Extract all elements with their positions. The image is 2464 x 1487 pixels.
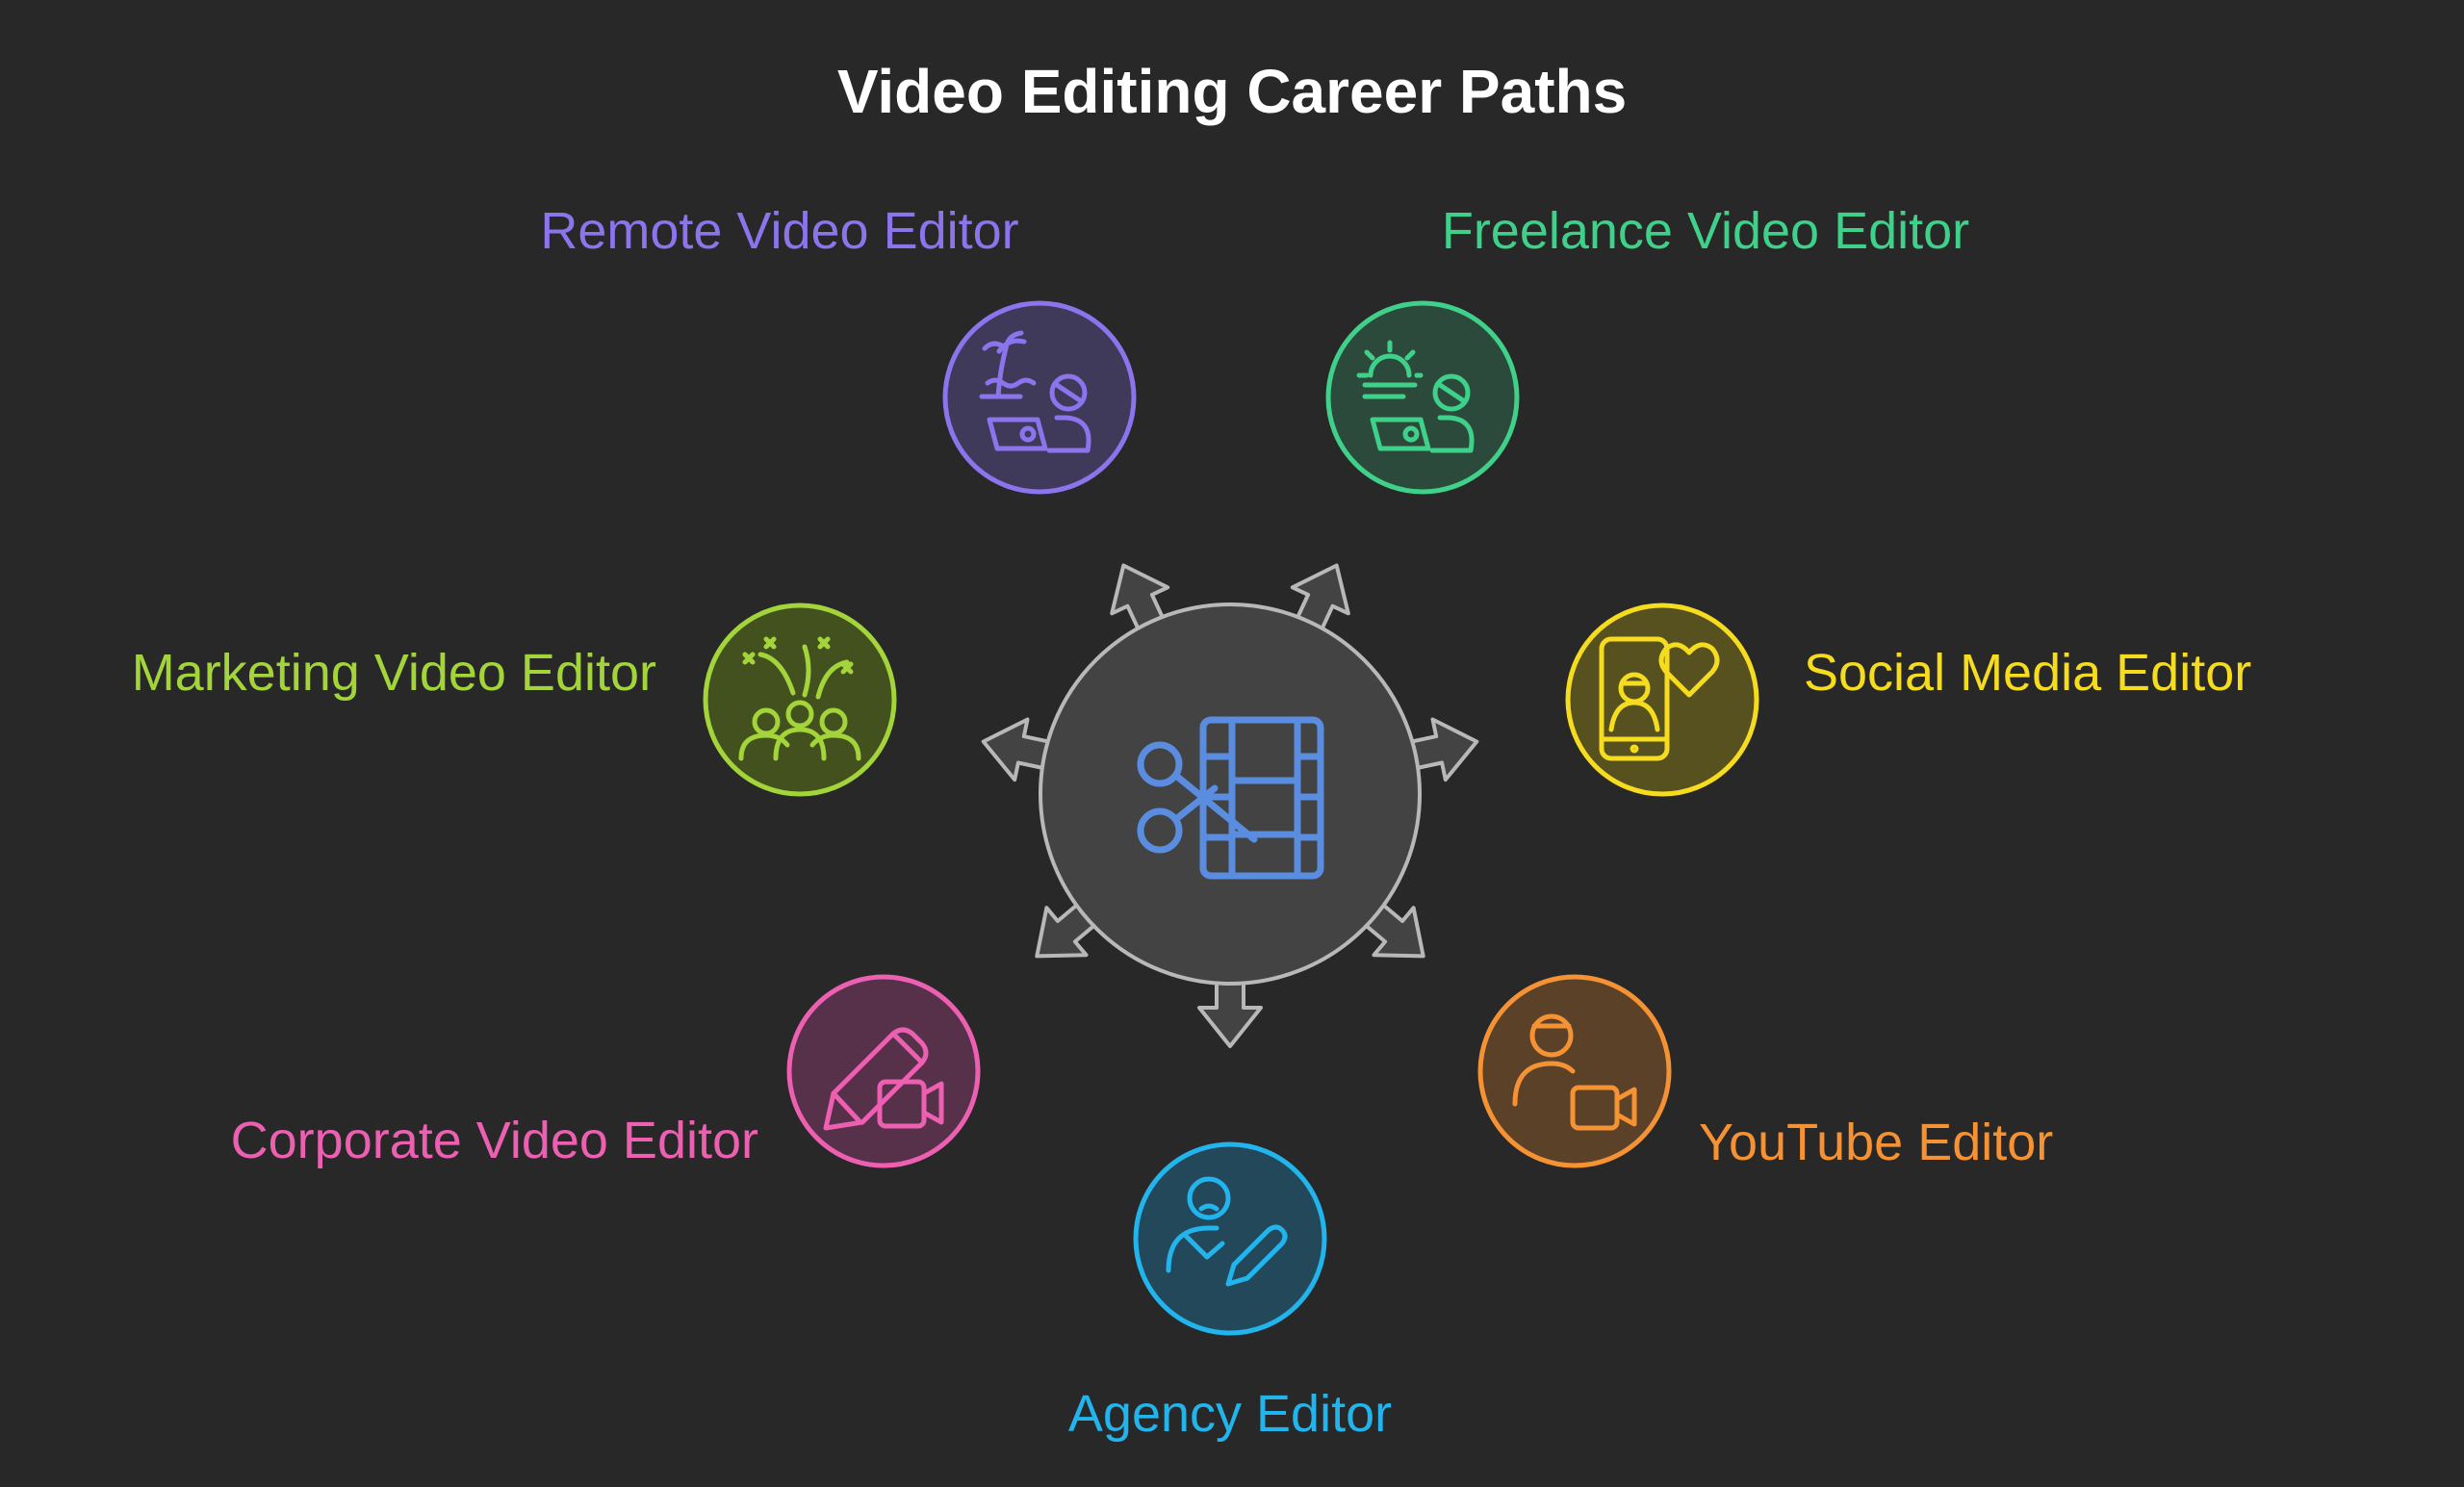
freelance-node-circle xyxy=(1325,300,1520,495)
corporate-label: Corporate Video Editor xyxy=(230,1112,758,1169)
marketing-node-circle xyxy=(703,602,897,797)
path-remote xyxy=(942,300,1137,495)
path-agency xyxy=(1133,1141,1327,1336)
agency-label: Agency Editor xyxy=(1067,1385,1393,1443)
person-video-camera-icon xyxy=(1512,1013,1637,1131)
freelance-label: Freelance Video Editor xyxy=(1441,202,1970,260)
fireworks-group-icon xyxy=(738,636,861,761)
corporate-node-circle xyxy=(786,974,981,1168)
social-label: Social Media Editor xyxy=(1804,644,2252,702)
person-pencil-icon xyxy=(1166,1176,1288,1287)
path-social xyxy=(1565,602,1759,797)
diagram-title: Video Editing Career Paths xyxy=(836,57,1628,126)
remote-label: Remote Video Editor xyxy=(540,202,1019,260)
youtube-label: YouTube Editor xyxy=(1699,1114,2054,1171)
hub xyxy=(981,563,1479,1048)
phone-heart-icon xyxy=(1599,636,1720,761)
sunrise-laptop-person-icon xyxy=(1356,340,1475,453)
remote-node-circle xyxy=(942,300,1137,495)
pencil-video-camera-icon xyxy=(823,1027,944,1131)
beach-laptop-person-icon xyxy=(979,330,1091,453)
path-corporate xyxy=(786,974,981,1168)
social-node-circle xyxy=(1565,602,1759,797)
agency-node-circle xyxy=(1133,1141,1327,1336)
path-youtube xyxy=(1477,974,1672,1168)
path-marketing xyxy=(703,602,897,797)
path-freelance xyxy=(1325,300,1520,495)
scissors-film-icon xyxy=(1137,716,1324,880)
marketing-label: Marketing Video Editor xyxy=(131,644,656,702)
